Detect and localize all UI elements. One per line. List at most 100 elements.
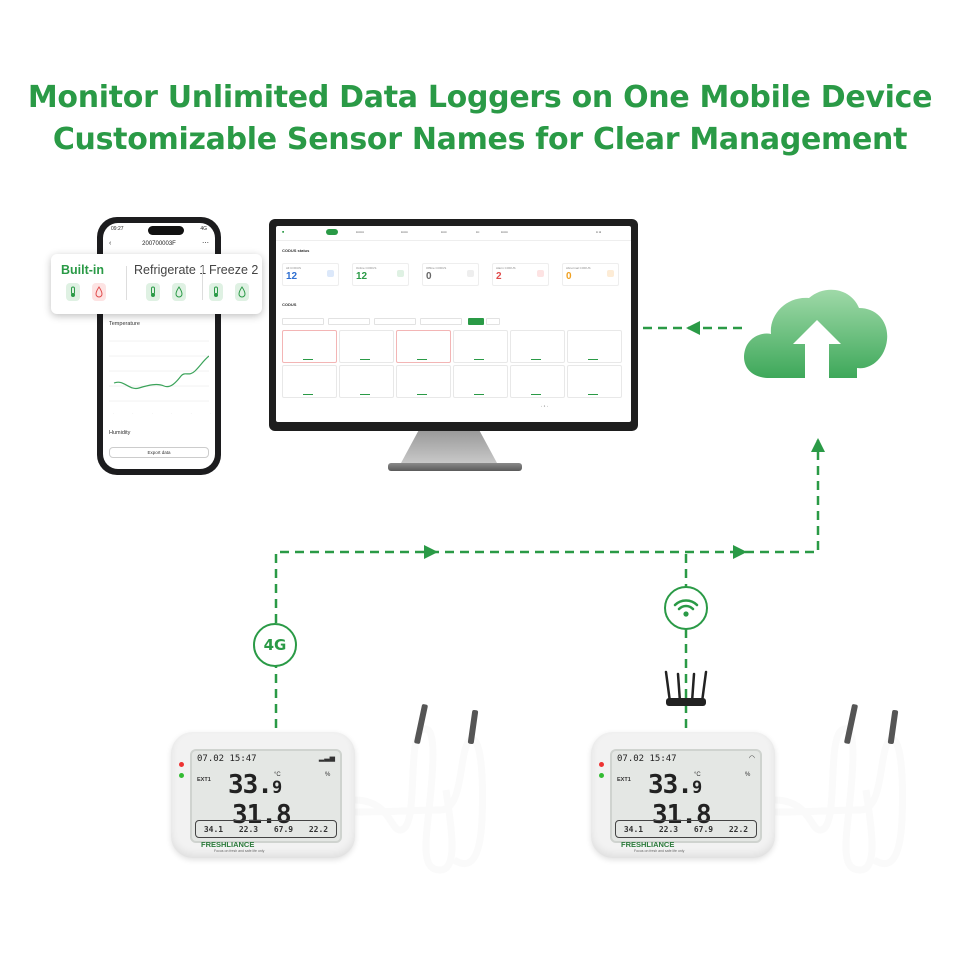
lcd-channel: EXT1 <box>617 777 631 783</box>
back-arrow-icon[interactable]: ‹ <box>109 240 112 247</box>
device-card-indicator <box>474 394 484 395</box>
filter-input[interactable] <box>282 318 324 325</box>
more-options-icon[interactable]: ⋯ <box>202 240 209 247</box>
user-menu[interactable]: ▪▪ ● <box>596 230 602 234</box>
led-red <box>599 762 604 767</box>
device-card-indicator <box>531 394 541 395</box>
reset-button[interactable] <box>486 318 500 325</box>
brand-tagline: Focus on fresh and safe life only <box>634 849 685 853</box>
phone-status-bar: 09:27 4G <box>111 226 207 232</box>
filter-input[interactable] <box>374 318 416 325</box>
device-card-indicator <box>588 394 598 395</box>
export-data-button[interactable]: Export data <box>109 447 209 458</box>
device-card-indicator <box>417 394 427 395</box>
temp-unit: °C <box>694 772 701 778</box>
sensor-probes-2 <box>773 704 906 874</box>
device-card[interactable] <box>282 330 337 363</box>
upload-arrow-icon <box>793 320 841 378</box>
device-card[interactable] <box>339 365 394 398</box>
stat-abnormal: Abnormal CODUS 0 <box>562 263 619 286</box>
4g-badge: 4G <box>253 623 297 667</box>
lcd-humidity: 31.8 <box>232 800 292 830</box>
lcd-small-value: 34.1 <box>623 824 644 834</box>
brand-logo: FRESHLIANCE <box>201 840 255 849</box>
led-red <box>179 762 184 767</box>
divider <box>126 266 127 300</box>
filter-input[interactable] <box>420 318 462 325</box>
monitor-neck <box>401 431 497 463</box>
lcd-small-value: 34.1 <box>203 824 224 834</box>
lcd-bottom-row: 34.1 22.3 67.9 22.2 <box>615 820 757 838</box>
device-card[interactable] <box>396 330 451 363</box>
device-card-indicator <box>417 359 427 360</box>
wifi-status-icon: ◠ <box>748 755 755 762</box>
device-card-indicator <box>360 359 370 360</box>
arrow-right-2 <box>733 545 747 559</box>
stat-label: Offline CODUS <box>426 266 447 270</box>
device-card[interactable] <box>567 365 622 398</box>
tab-freeze-2[interactable]: Freeze 2 <box>209 263 259 277</box>
search-button[interactable] <box>468 318 484 325</box>
lcd-small-value: 22.3 <box>658 824 679 834</box>
lcd-channel: EXT1 <box>197 777 211 783</box>
nav-item[interactable]: ▪▪▪▪▪ <box>441 230 447 234</box>
temp-int: 33. <box>648 770 693 800</box>
phone-signal: 4G <box>200 226 207 232</box>
nav-item-active[interactable] <box>326 229 339 235</box>
link-4g-logger <box>274 440 820 728</box>
device-card-indicator <box>303 359 313 360</box>
temperature-line-chart <box>109 340 209 402</box>
device-card[interactable] <box>510 330 565 363</box>
hum-unit: % <box>745 772 751 778</box>
cloud-upload-icon <box>744 289 888 378</box>
pagination[interactable]: ‹ 1 › <box>541 404 549 408</box>
device-card-indicator <box>360 394 370 395</box>
lcd-temperature: 33.9 31.8 <box>228 770 340 830</box>
tab-refrigerate-1[interactable]: Refrigerate 1 <box>134 263 207 277</box>
nav-item[interactable]: ▪▪▪▪▪▪▪ <box>356 230 364 234</box>
lcd-temperature: 33.9 31.8 <box>648 770 760 830</box>
tab-built-in[interactable]: Built-in <box>61 263 105 277</box>
lcd-small-value: 22.3 <box>238 824 259 834</box>
device-card[interactable] <box>282 365 337 398</box>
stat-alarm: Alarm CODUS 2 <box>492 263 549 286</box>
sensor-name-card: Built-in Refrigerate 1 Freeze 2 <box>51 254 262 314</box>
humidity-drop-icon <box>92 283 106 301</box>
stat-offline: Offline CODUS 0 <box>422 263 479 286</box>
device-card-indicator <box>588 359 598 360</box>
temp-dec: 9 <box>691 778 702 798</box>
stat-icon <box>607 270 614 277</box>
stat-icon <box>327 270 334 277</box>
device-card[interactable] <box>339 330 394 363</box>
device-card[interactable] <box>396 365 451 398</box>
lcd-small-value: 67.9 <box>273 824 294 834</box>
stat-value: 2 <box>496 271 502 282</box>
stat-label: Online CODUS <box>356 266 377 270</box>
nav-item[interactable]: ▪▪▪ <box>476 230 480 234</box>
stat-label: Abnormal CODUS <box>566 266 591 270</box>
dashboard-screen: ■ ▪▪▪▪▪▪▪ ▪▪▪▪▪▪ ▪▪▪▪▪ ▪▪▪ ▪▪▪▪▪▪ ▪▪ ● C… <box>276 226 631 422</box>
lcd-small-value: 67.9 <box>693 824 714 834</box>
lcd-small-value: 22.2 <box>728 824 749 834</box>
device-card[interactable] <box>453 330 508 363</box>
led-green <box>599 773 604 778</box>
nav-item[interactable]: ▪▪▪▪▪▪ <box>501 230 508 234</box>
device-card-indicator <box>303 394 313 395</box>
thermometer-icon <box>66 283 80 301</box>
thermometer-icon <box>209 283 223 301</box>
filter-input[interactable] <box>328 318 370 325</box>
list-section-title: CODUS <box>282 302 297 307</box>
device-card[interactable] <box>453 365 508 398</box>
lcd-date-time: 07.02 15:47 <box>617 754 677 764</box>
lcd-humidity: 31.8 <box>652 800 712 830</box>
nav-item[interactable]: ▪▪▪▪▪▪ <box>401 230 408 234</box>
phone-device-id: 200700003F <box>142 241 176 247</box>
temp-int: 33. <box>228 770 273 800</box>
device-card[interactable] <box>567 330 622 363</box>
stat-icon <box>537 270 544 277</box>
humidity-drop-icon <box>172 283 186 301</box>
headline-line-2: Customizable Sensor Names for Clear Mana… <box>52 122 908 157</box>
arrow-right-1 <box>424 545 438 559</box>
device-card[interactable] <box>510 365 565 398</box>
